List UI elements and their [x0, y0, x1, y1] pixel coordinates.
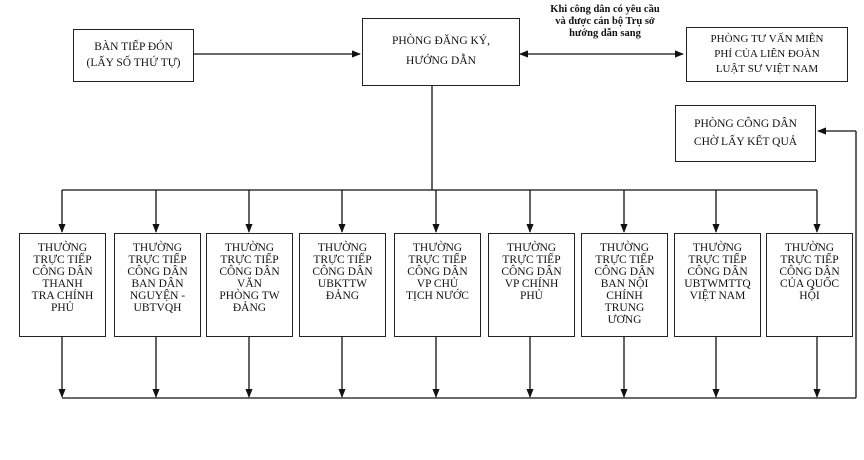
reception-office-label: THƯỜNG TRỰC TIẾP CÔNG DÂN UBKTTW ĐẢNG: [312, 242, 373, 303]
reception-office-label: THƯỜNG TRỰC TIẾP CÔNG DÂN VP CHÍNH PHỦ: [501, 242, 562, 303]
reception-office-label: THƯỜNG TRỰC TIẾP CÔNG DÂN UBTWMTTQ VIỆT …: [684, 242, 751, 303]
reception-office-label: THƯỜNG TRỰC TIẾP CÔNG DÂN VP CHỦ TỊCH NƯ…: [406, 242, 469, 303]
reception-office-box: THƯỜNG TRỰC TIẾP CÔNG DÂN UBTWMTTQ VIỆT …: [674, 233, 761, 337]
reception-office-box: THƯỜNG TRỰC TIẾP CÔNG DÂN BAN DÂN NGUYỆN…: [114, 233, 201, 337]
registration-room-box: PHÒNG ĐĂNG KÝ, HƯỚNG DẪN: [362, 18, 520, 86]
reception-desk-box: BÀN TIẾP ĐÓN (LẤY SỐ THỨ TỰ): [73, 29, 194, 82]
reception-desk-label: BÀN TIẾP ĐÓN (LẤY SỐ THỨ TỰ): [86, 40, 181, 69]
reception-office-label: THƯỜNG TRỰC TIẾP CÔNG DÂN CỦA QUỐC HỘI: [779, 242, 840, 303]
reception-office-box: THƯỜNG TRỰC TIẾP CÔNG DÂN VP CHÍNH PHỦ: [488, 233, 575, 337]
reception-office-label: THƯỜNG TRỰC TIẾP CÔNG DÂN BAN DÂN NGUYỆN…: [127, 242, 188, 315]
results-waiting-room-box: PHÒNG CÔNG DÂN CHỜ LẤY KẾT QUẢ: [675, 105, 816, 162]
legal-aid-room-box: PHÒNG TƯ VẤN MIỄN PHÍ CỦA LIÊN ĐOÀN LUẬT…: [686, 27, 848, 82]
reception-office-box: THƯỜNG TRỰC TIẾP CÔNG DÂN VP CHỦ TỊCH NƯ…: [394, 233, 481, 337]
reception-office-box: THƯỜNG TRỰC TIẾP CÔNG DÂN CỦA QUỐC HỘI: [766, 233, 853, 337]
reception-office-label: THƯỜNG TRỰC TIẾP CÔNG DÂN THANH TRA CHÍN…: [31, 242, 94, 315]
reception-office-label: THƯỜNG TRỰC TIẾP CÔNG DÂN VĂN PHÒNG TW Đ…: [219, 242, 280, 315]
reception-office-box: THƯỜNG TRỰC TIẾP CÔNG DÂN UBKTTW ĐẢNG: [299, 233, 386, 337]
registration-room-label: PHÒNG ĐĂNG KÝ, HƯỚNG DẪN: [391, 35, 491, 67]
reception-office-box: THƯỜNG TRỰC TIẾP CÔNG DÂN BAN NỘI CHÍNH …: [581, 233, 668, 337]
reception-office-label: THƯỜNG TRỰC TIẾP CÔNG DÂN BAN NỘI CHÍNH …: [594, 242, 655, 327]
legal-aid-room-label: PHÒNG TƯ VẤN MIỄN PHÍ CỦA LIÊN ĐOÀN LUẬT…: [710, 33, 824, 75]
reception-office-box: THƯỜNG TRỰC TIẾP CÔNG DÂN VĂN PHÒNG TW Đ…: [206, 233, 293, 337]
edge-note: Khi công dân có yêu cầu và được cán bộ T…: [550, 4, 660, 40]
reception-office-box: THƯỜNG TRỰC TIẾP CÔNG DÂN THANH TRA CHÍN…: [19, 233, 106, 337]
results-waiting-room-label: PHÒNG CÔNG DÂN CHỜ LẤY KẾT QUẢ: [693, 118, 798, 148]
